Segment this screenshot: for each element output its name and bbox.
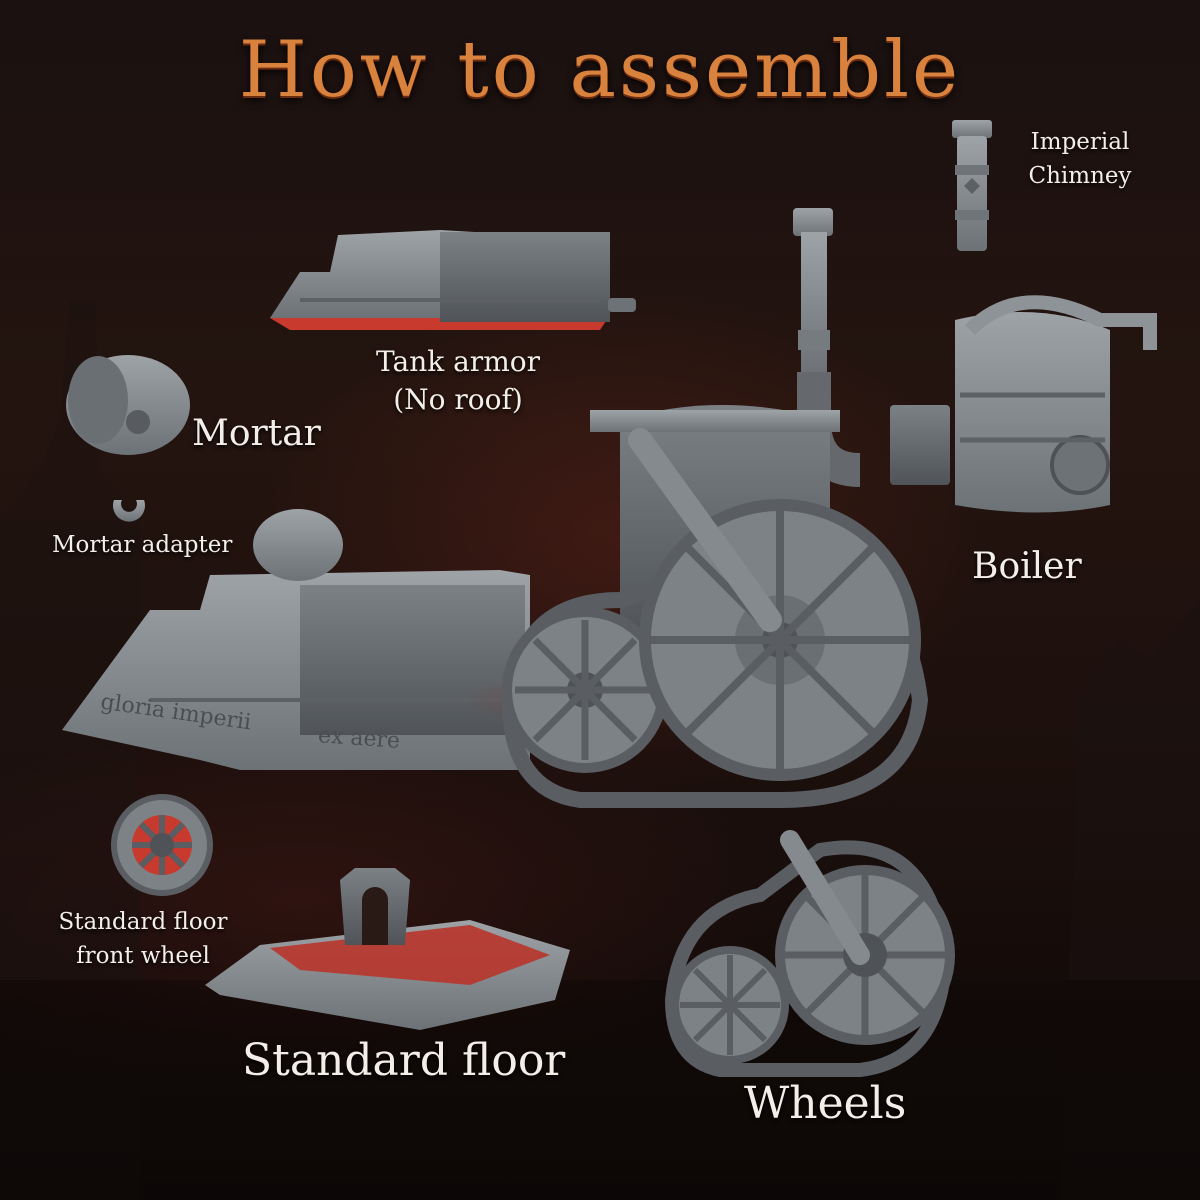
tank-armor-part xyxy=(270,230,636,330)
assembled-tank-model xyxy=(62,208,929,808)
standard-floor-front-wheel-part xyxy=(111,794,213,896)
mortar-adapter-part xyxy=(112,500,145,522)
imperial-chimney-part xyxy=(952,120,992,251)
standard-floor-front-wheel-label-line-1: Standard floor xyxy=(58,909,228,935)
boiler-label: Boiler xyxy=(972,546,1082,587)
boiler-part xyxy=(890,295,1157,513)
standard-floor-part xyxy=(205,868,570,1030)
wheels-part xyxy=(664,830,955,1077)
tank-armor-label: Tank armor (No roof) xyxy=(358,343,558,419)
standard-floor-label: Standard floor xyxy=(242,1035,566,1086)
page-title: How to assemble xyxy=(238,25,962,115)
mortar-label: Mortar xyxy=(192,413,321,454)
tank-armor-label-line-1: Tank armor xyxy=(376,345,540,378)
mortar-part xyxy=(66,355,190,455)
imperial-chimney-label: Imperial Chimney xyxy=(1010,125,1150,193)
background-ruins xyxy=(0,300,1200,1200)
mortar-adapter-label: Mortar adapter xyxy=(52,532,233,558)
imperial-chimney-label-line-1: Imperial xyxy=(1030,129,1130,155)
wheels-label: Wheels xyxy=(744,1078,907,1129)
imperial-chimney-label-line-2: Chimney xyxy=(1028,163,1132,189)
standard-floor-front-wheel-label: Standard floor front wheel xyxy=(48,905,238,973)
standard-floor-front-wheel-label-line-2: front wheel xyxy=(76,943,210,969)
tank-armor-label-line-2: (No roof) xyxy=(393,383,523,416)
